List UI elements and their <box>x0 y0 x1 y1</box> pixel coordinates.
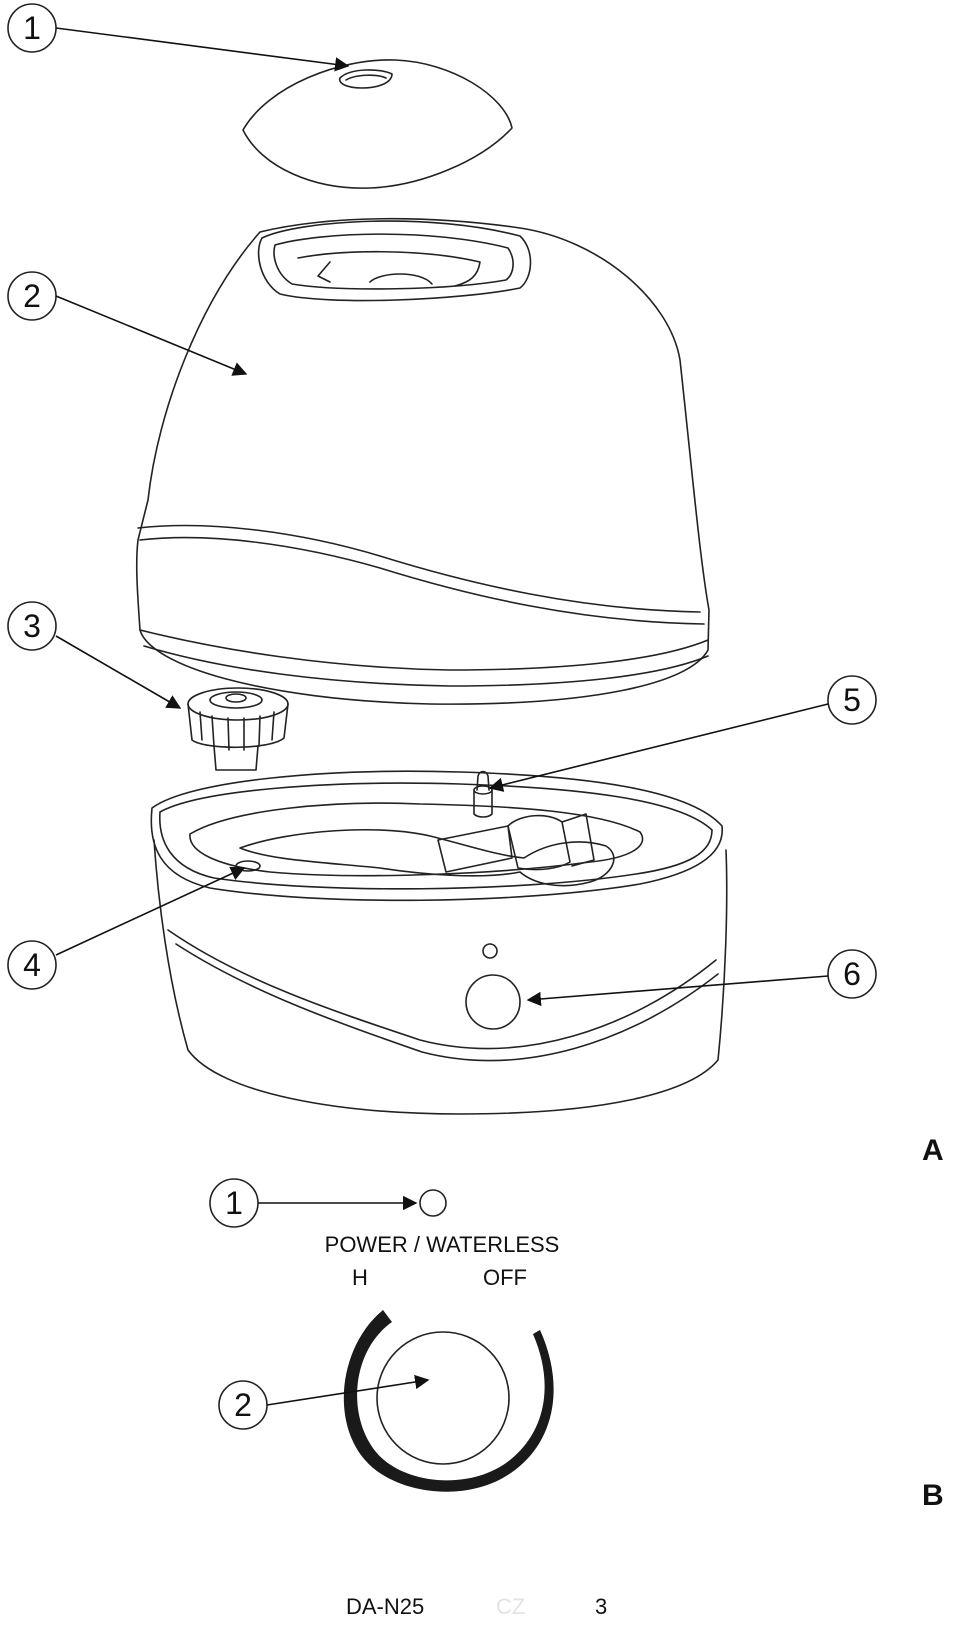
figure-a-callouts: 1 2 3 4 5 6 <box>7 3 877 1007</box>
control-panel <box>376 1189 510 1465</box>
indicator-label: POWER / WATERLESS <box>325 1232 560 1257</box>
svg-text:5: 5 <box>843 682 861 718</box>
svg-text:3: 3 <box>23 608 41 644</box>
callout-2: 2 <box>7 271 248 376</box>
humidifier-base <box>150 770 728 1115</box>
callout-3: 3 <box>7 601 182 709</box>
dial-label-off: OFF <box>483 1265 527 1290</box>
callout-1: 1 <box>7 3 350 72</box>
svg-text:2: 2 <box>23 278 41 314</box>
figure-b-callouts: 1 2 POWER / WATERLESS H OFF <box>209 1178 560 1430</box>
svg-text:6: 6 <box>843 956 861 992</box>
mist-cap <box>242 59 513 189</box>
svg-text:1: 1 <box>23 10 41 46</box>
filter-cartridge <box>187 687 289 771</box>
callout-b-1: 1 <box>209 1178 418 1228</box>
control-dial <box>376 1331 510 1465</box>
footer-model: DA-N25 <box>346 1594 425 1619</box>
water-tank <box>135 217 710 705</box>
power-indicator-led <box>419 1189 447 1217</box>
callout-b-2: 2 <box>218 1374 430 1430</box>
callout-5: 5 <box>488 675 877 792</box>
footer-language: CZ <box>496 1594 526 1619</box>
svg-text:2: 2 <box>234 1387 252 1423</box>
dial-label-h: H <box>352 1265 368 1290</box>
figure-letter-b: B <box>922 1479 944 1512</box>
callout-6: 6 <box>526 949 877 1007</box>
figure-letter-a: A <box>922 1134 944 1167</box>
svg-text:1: 1 <box>225 1185 243 1221</box>
footer-page-number: 3 <box>595 1594 608 1619</box>
svg-text:4: 4 <box>23 947 41 983</box>
callout-4: 4 <box>7 866 246 990</box>
